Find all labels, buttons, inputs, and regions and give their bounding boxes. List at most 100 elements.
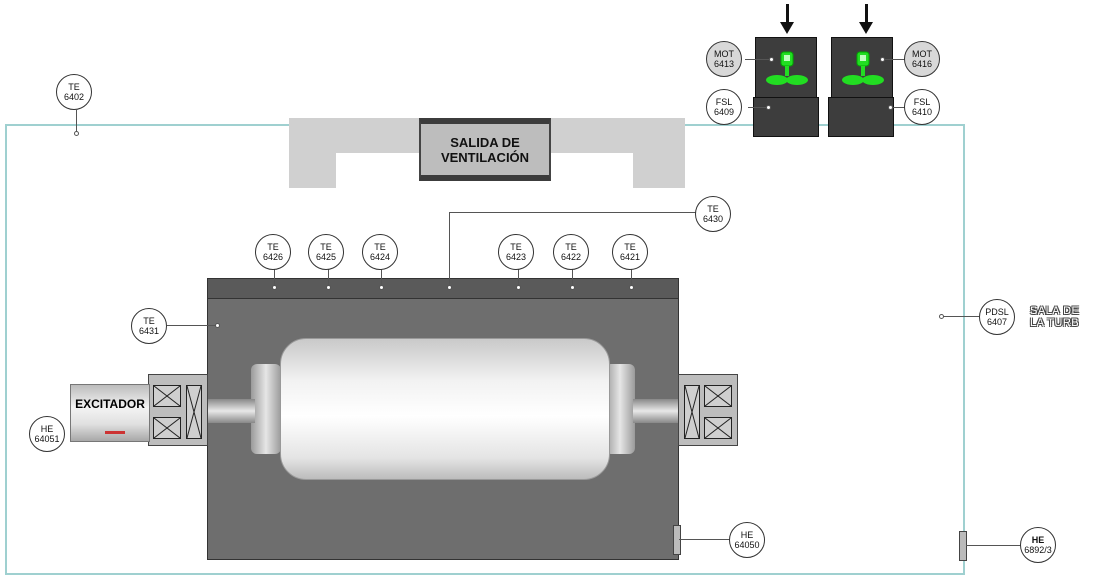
tag-fsl6410-number: 6410 <box>911 107 933 117</box>
point-pdsl6407 <box>939 314 944 319</box>
fan-1-arrow-shaft <box>786 4 789 24</box>
tag-fsl6410-type: FSL <box>913 97 931 107</box>
leader-te6430-v <box>449 212 450 286</box>
fan-2-arrow-head <box>859 22 873 34</box>
fan-motor-2[interactable] <box>831 37 893 99</box>
fan-base-2 <box>828 97 894 137</box>
leader-he6892 <box>966 545 1022 546</box>
fan-motor-1[interactable] <box>755 37 817 99</box>
tag-te6424-type: TE <box>374 242 386 252</box>
tag-te6421-number: 6421 <box>619 252 641 262</box>
tag-he6892-type: HE <box>1031 535 1045 545</box>
point-te6425 <box>326 285 331 290</box>
tag-he64050-number: 64050 <box>734 540 760 550</box>
tag-te6426-type: TE <box>267 242 279 252</box>
bearing-right-box-2 <box>704 385 732 407</box>
bearing-right-box-3 <box>704 417 732 439</box>
bearing-left-box-1 <box>153 385 181 407</box>
tag-fsl6409-number: 6409 <box>713 107 735 117</box>
tag-he64051-number: 64051 <box>34 434 60 444</box>
exciter-label: EXCITADOR <box>75 397 145 411</box>
leader-mot6416 <box>882 59 906 60</box>
tag-te6402-type: TE <box>68 82 80 92</box>
point-te6424 <box>379 285 384 290</box>
fan-base-1 <box>753 97 819 137</box>
tag-te6423-type: TE <box>510 242 522 252</box>
tag-te6426-number: 6426 <box>262 252 284 262</box>
tag-he64051-type: HE <box>40 424 54 434</box>
tag-te6425-type: TE <box>320 242 332 252</box>
generator-rotor <box>280 338 610 480</box>
ventilation-outlet-label: SALIDA DE VENTILACIÓN <box>419 118 551 181</box>
point-fsl6410 <box>888 105 893 110</box>
heater-probe-6892 <box>959 531 967 561</box>
bearing-left-box-2 <box>153 417 181 439</box>
shaft-left <box>205 399 255 423</box>
point-mot6416 <box>880 57 885 62</box>
point-te6422 <box>570 285 575 290</box>
ventilation-duct-right <box>633 150 685 188</box>
fan-2-icon <box>842 51 884 85</box>
generator-top-band <box>207 278 679 300</box>
vent-line-2: VENTILACIÓN <box>440 149 530 165</box>
leader-pdsl6407 <box>943 316 979 317</box>
tag-he64050-type: HE <box>740 530 754 540</box>
point-te6423 <box>516 285 521 290</box>
leader-te6424 <box>381 267 382 287</box>
turbine-room-label: SALA DE LA TURB <box>1030 305 1079 329</box>
rotor-collar-right <box>605 364 635 454</box>
leader-te6430-h <box>449 212 697 213</box>
leader-fsl6409 <box>748 107 768 108</box>
shaft-right <box>633 399 683 423</box>
leader-te6426 <box>274 267 275 287</box>
tag-te6423-number: 6423 <box>505 252 527 262</box>
tag-pdsl6407-type: PDSL <box>985 307 1009 317</box>
leader-fsl6410 <box>890 107 906 108</box>
point-te6421 <box>629 285 634 290</box>
leader-te6431 <box>167 325 217 326</box>
heater-probe-64050 <box>673 525 681 555</box>
leader-te6402 <box>76 110 77 132</box>
tag-he6892-number: 6892/3 <box>1024 545 1052 555</box>
point-te6430 <box>447 285 452 290</box>
fan-1-icon <box>766 51 808 85</box>
tag-te6425-number: 6425 <box>315 252 337 262</box>
point-te6426 <box>272 285 277 290</box>
tag-te6431-type: TE <box>143 316 155 326</box>
tag-mot6413-type: MOT <box>714 49 734 59</box>
point-mot6413 <box>769 57 774 62</box>
bearing-right-box-1 <box>684 385 700 439</box>
fan-1-arrow-head <box>780 22 794 34</box>
leader-te6422 <box>572 267 573 287</box>
leader-te6423 <box>518 267 519 287</box>
tag-te6424-number: 6424 <box>369 252 391 262</box>
tag-mot6416-number: 6416 <box>911 59 933 69</box>
point-te6431 <box>215 323 220 328</box>
tag-te6430-number: 6430 <box>702 214 724 224</box>
vent-line-1: SALIDA DE <box>450 134 520 150</box>
tag-te6402-number: 6402 <box>63 92 85 102</box>
room-line-1: SALA DE <box>1030 305 1080 317</box>
ventilation-duct-left <box>289 150 336 188</box>
tag-te6430-type: TE <box>707 204 719 214</box>
leader-mot6413 <box>745 59 771 60</box>
fan-2-arrow-shaft <box>865 4 868 24</box>
tag-te6422-number: 6422 <box>560 252 582 262</box>
